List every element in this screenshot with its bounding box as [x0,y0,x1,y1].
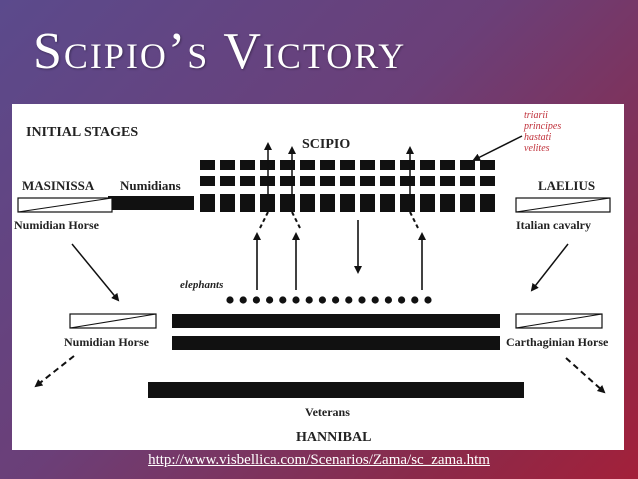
maniple [340,160,355,170]
elephant [424,296,432,304]
maniple [300,194,315,212]
carthaginian-horse-unit [515,313,603,329]
elephant [371,296,379,304]
numidian-horse-bottom-label: Numidian Horse [64,335,150,349]
maniple [280,194,295,212]
elephant [358,296,366,304]
maniple [400,194,415,212]
numidian-horse-top-unit [17,197,113,213]
maniple [480,194,495,212]
numidians-label: Numidians [120,178,181,193]
maniple [480,176,495,186]
maniple [460,176,475,186]
maniple [460,160,475,170]
triarii-label: triarii [524,110,548,121]
stage-title: INITIAL STAGES [26,125,138,140]
source-link[interactable]: http://www.visbellica.com/Scenarios/Zama… [148,452,490,468]
numidian-horse-bottom-unit [69,313,157,329]
maniple [340,194,355,212]
elephant [279,296,287,304]
principes-label: principes [523,121,561,132]
maniple [400,160,415,170]
elephant [226,296,234,304]
italian-cavalry-label: Italian cavalry [516,218,591,232]
roman-lines-legend: triarii principes hastati velites [523,110,561,154]
maniple [400,176,415,186]
elephant-line [226,296,432,304]
maniple [320,194,335,212]
maniple [460,194,475,212]
carthaginian-first-line [172,314,500,328]
hannibal-label: HANNIBAL [296,430,371,445]
maniple [340,176,355,186]
italian-cavalry-unit [515,197,611,213]
maniple [380,194,395,212]
maniple [440,176,455,186]
scipio-label: SCIPIO [302,137,350,152]
maniple [300,160,315,170]
elephant [345,296,353,304]
numidian-retreat-arrow [34,355,75,388]
maniple [200,194,215,212]
laelius-label: LAELIUS [538,178,595,193]
masinissa-label: MASINISSA [22,178,95,193]
roman-maniples [200,160,495,212]
maniple [420,160,435,170]
carthaginian-horse-retreat-arrow [565,357,606,394]
maniple [320,176,335,186]
legend-pointer-arrow [472,135,523,161]
numidian-horse-top-label: Numidian Horse [14,218,100,232]
maniple [360,176,375,186]
gap-dash-3 [409,211,419,229]
numidian-horse-charge-arrow [71,243,120,302]
maniple [420,176,435,186]
elephant [384,296,392,304]
italian-cavalry-charge-arrow [530,243,569,292]
maniple [220,160,235,170]
elephant [305,296,313,304]
veterans-label: Veterans [305,405,350,419]
hastati-label: hastati [524,132,551,143]
elephants-label: elephants [180,279,223,291]
maniple [240,160,255,170]
maniple [280,160,295,170]
maniple [440,160,455,170]
slide-title: Scipio’s Victory [33,23,407,80]
maniple [360,194,375,212]
elephant [292,296,300,304]
carthaginian-second-line [172,336,500,350]
maniple [260,194,275,212]
maniple [220,176,235,186]
gap-dash-2 [291,211,301,229]
maniple [220,194,235,212]
maniple [440,194,455,212]
elephant [398,296,406,304]
maniple [480,160,495,170]
maniple [380,160,395,170]
elephant [239,296,247,304]
maniple [280,176,295,186]
maniple [240,194,255,212]
maniple [200,160,215,170]
velites-label: velites [524,143,550,154]
elephant [318,296,326,304]
maniple [420,194,435,212]
elephant [332,296,340,304]
numidians-unit [108,196,194,210]
maniple [200,176,215,186]
maniple [240,176,255,186]
carthaginian-horse-label: Carthaginian Horse [506,335,609,349]
gap-dash-1 [259,211,269,229]
elephant [252,296,260,304]
maniple [380,176,395,186]
maniple [300,176,315,186]
elephant [411,296,419,304]
maniple [360,160,375,170]
maniple [320,160,335,170]
elephant [266,296,274,304]
veterans-line [148,382,524,398]
battle-diagram: INITIAL STAGES SCIPIO triarii principes … [12,104,624,450]
